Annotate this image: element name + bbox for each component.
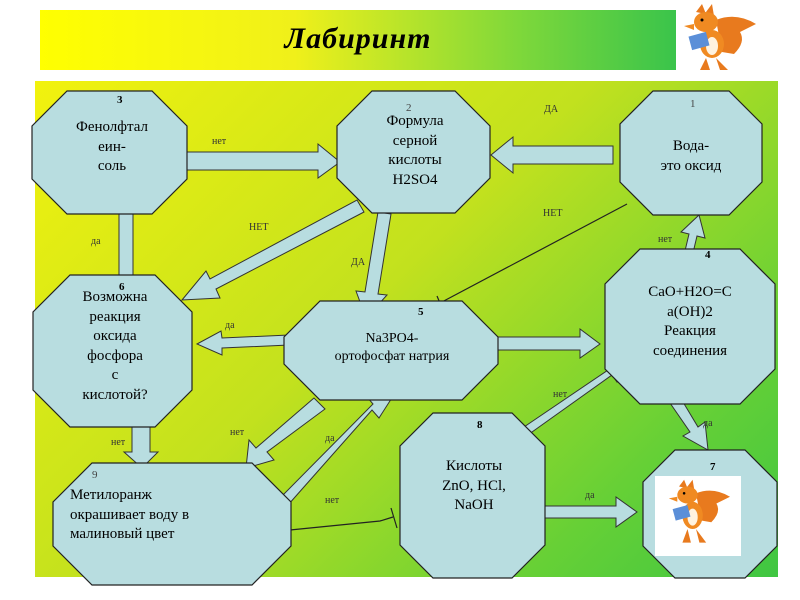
fox-reading-icon xyxy=(684,4,756,70)
page-title: Лабиринт xyxy=(284,22,432,55)
edge-label-1-to-2: ДА xyxy=(544,104,559,115)
node-text-6: Возможна реакция оксида фосфора с кислот… xyxy=(82,289,148,403)
edge-label-2-to-6: НЕТ xyxy=(249,222,269,233)
edge-label-9-to-8: нет xyxy=(325,495,340,506)
node-text-9: Метилоранж окрашивает воду в малиновый ц… xyxy=(70,487,190,542)
node-number-5: 5 xyxy=(418,306,424,318)
arrow-9-to-5 xyxy=(280,392,397,506)
node-number-2: 2 xyxy=(406,102,412,114)
node-5 xyxy=(283,300,499,401)
node-number-9: 9 xyxy=(92,469,98,481)
edge-label-8-to-4: нет xyxy=(553,389,568,400)
edge-label-5-to-9: нет xyxy=(230,427,245,438)
node-number-7: 7 xyxy=(710,461,716,473)
arrow-3-to-2 xyxy=(185,142,341,179)
node-1 xyxy=(619,90,763,216)
arrow-6-to-9 xyxy=(122,426,160,469)
node-number-4: 4 xyxy=(705,249,711,261)
edge-label-9-to-5: да xyxy=(325,433,335,444)
edge-label-1-to-5: НЕТ xyxy=(543,208,563,219)
node-number-8: 8 xyxy=(477,419,483,431)
node-6 xyxy=(32,274,193,428)
node-8 xyxy=(399,412,546,579)
node-number-1: 1 xyxy=(690,98,696,110)
title-bar: Лабиринт xyxy=(40,10,676,70)
node-number-3: 3 xyxy=(117,94,123,106)
edge-label-8-to-7: да xyxy=(585,490,595,501)
node-text-4: CaO+H2O=C a(OH)2 Реакция соединения xyxy=(648,284,732,359)
edge-label-5-to-6: да xyxy=(225,320,235,331)
node-text-2: Формула серной кислоты H2SO4 xyxy=(386,113,444,188)
node-text-1: Вода- это оксид xyxy=(660,138,722,174)
edge-label-4-to-1: нет xyxy=(658,234,673,245)
arrow-2-to-6 xyxy=(180,199,365,301)
edge-label-3-to-2: нет xyxy=(212,136,227,147)
node-2 xyxy=(336,90,491,214)
connector-line-9-8 xyxy=(289,516,394,531)
connector-tick-8 xyxy=(390,507,398,529)
arrow-8-to-7 xyxy=(544,496,638,528)
node-3 xyxy=(31,90,188,215)
arrow-5-to-6 xyxy=(195,330,290,356)
connector-line-1-5 xyxy=(439,203,628,304)
node-4 xyxy=(604,248,776,405)
arrow-5-to-4 xyxy=(495,328,601,359)
node-number-6: 6 xyxy=(119,281,125,293)
edge-label-6-to-9: нет xyxy=(111,437,126,448)
arrow-1-to-2 xyxy=(490,135,614,175)
edge-label-4-to-7: да xyxy=(703,418,713,429)
arrow-5-to-9 xyxy=(245,397,326,469)
node-text-8: Кислоты ZnO, HCl, NaOH xyxy=(442,458,506,513)
node-text-5: Na3PO4- ортофосфат натрия xyxy=(334,331,450,365)
node-9 xyxy=(52,462,292,586)
node-text-3: Фенолфтал еин- соль xyxy=(75,119,149,174)
edge-label-6-to-3: да xyxy=(91,236,101,247)
edge-label-2-to-5: ДА xyxy=(351,257,366,268)
fox-reading-icon xyxy=(668,479,730,543)
